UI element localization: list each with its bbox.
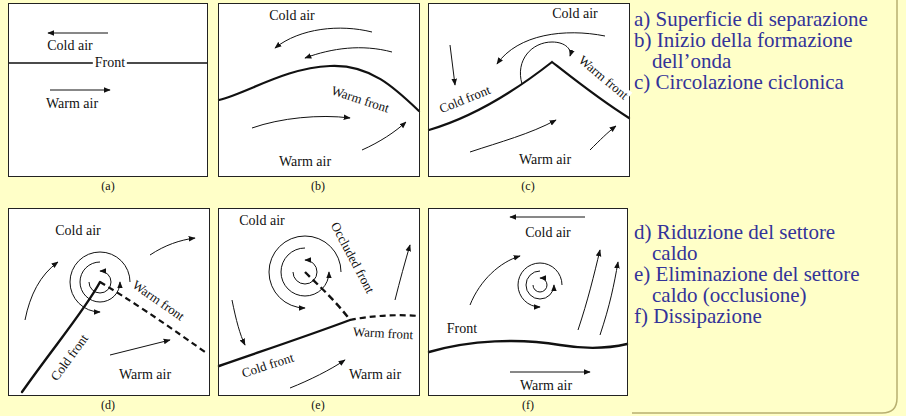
stage-panel: Cold airFrontWarm air(f) xyxy=(428,208,628,396)
air-mass-label: Front xyxy=(445,321,479,337)
stage-panel: Cold airWarm frontWarm air(b) xyxy=(218,3,420,177)
stage-caption: e) Eliminazione del settore caldo (occlu… xyxy=(634,264,877,306)
panel-letter: (b) xyxy=(309,180,327,194)
panel-ground xyxy=(218,208,420,396)
airflow-arrow xyxy=(470,120,556,152)
airflow-arrow xyxy=(450,45,455,85)
air-mass-label: Warm air xyxy=(518,378,574,394)
airflow-arrow xyxy=(25,262,58,320)
airflow-arrow xyxy=(470,256,520,305)
air-mass-label: Warm air xyxy=(277,154,333,170)
stage-caption: f) Dissipazione xyxy=(634,306,877,327)
stage-panel: Cold airCold frontWarm frontWarm air(d) xyxy=(8,208,210,396)
front-line xyxy=(350,315,419,320)
stage-caption: b) Inizio della formazione dell’onda xyxy=(634,30,877,72)
air-mass-label: Warm front xyxy=(574,52,633,105)
air-mass-label: Cold air xyxy=(53,223,103,239)
stage-panel: Cold air Occluded frontCold front Warm fro… xyxy=(218,208,420,396)
air-mass-label: Cold air xyxy=(237,213,287,229)
airflow-arrow xyxy=(290,360,345,388)
stage-caption: a) Superficie di separazione xyxy=(634,9,877,30)
air-mass-label: Warm air xyxy=(517,152,573,168)
air-mass-label: Cold front xyxy=(238,350,298,382)
airflow-arrow xyxy=(48,33,108,34)
airflow-arrow xyxy=(510,372,590,373)
panel-ground xyxy=(8,208,210,396)
air-mass-label: Warm air xyxy=(44,96,100,112)
airflow-arrow xyxy=(50,90,110,91)
panel-ground xyxy=(428,208,628,396)
air-mass-label: Front xyxy=(93,55,127,71)
front-line xyxy=(9,62,629,392)
airflow-arrow xyxy=(395,245,410,300)
air-mass-label: Cold air xyxy=(523,225,573,241)
air-mass-label: Cold front xyxy=(435,82,494,118)
front-line xyxy=(22,282,100,392)
airflow-arrow xyxy=(110,340,170,355)
slide-frame xyxy=(632,0,897,413)
air-mass-label: Cold air xyxy=(550,6,600,22)
stage-panel: Cold airCold frontWarm frontWarm air(c) xyxy=(428,3,630,177)
airflow-arrow xyxy=(232,300,245,345)
airflow-arrow xyxy=(600,262,618,335)
air-mass-label: Warm air xyxy=(347,367,403,383)
panel-ground xyxy=(8,3,630,396)
airflow-arrow xyxy=(526,271,554,299)
air-mass-label: Warm front xyxy=(327,83,392,117)
air-mass-label: Cold air xyxy=(267,8,317,24)
airflow-arrow xyxy=(533,278,547,292)
panel-letter: (a) xyxy=(99,180,116,194)
airflow-arrow xyxy=(520,42,570,84)
air-mass-label: Warm front xyxy=(128,277,189,326)
panel-letter: (c) xyxy=(519,180,536,194)
front-line xyxy=(305,272,350,320)
air-mass-label: Cold front xyxy=(47,330,93,386)
panel-ground xyxy=(8,3,208,177)
air-mass-label: Cold air xyxy=(45,38,95,54)
airflow-arrow xyxy=(362,122,406,150)
front-line xyxy=(429,341,627,352)
panel-ground xyxy=(218,3,420,177)
airflow-arrow xyxy=(590,126,616,150)
airflow-arrow xyxy=(518,263,562,307)
airflow-arrow xyxy=(578,250,600,330)
air-mass-label: Warm front xyxy=(351,325,416,343)
airflow-arrow xyxy=(252,116,350,128)
airflow-arrow xyxy=(275,28,372,48)
airflow-arrow xyxy=(150,238,195,255)
airflow-arrow xyxy=(305,48,392,58)
panel-letter: (e) xyxy=(309,399,326,413)
panel-letter: (f) xyxy=(520,399,536,413)
airflow-arrow xyxy=(510,217,585,218)
panel-ground xyxy=(428,3,630,177)
stage-caption: c) Circolazione ciclonica xyxy=(634,72,877,93)
stage-caption: d) Riduzione del settore caldo xyxy=(634,222,877,264)
air-mass-label: Occluded front xyxy=(326,218,378,298)
stage-panel: Cold airFrontWarm air(a) xyxy=(8,3,208,177)
panel-letter: (d) xyxy=(99,399,117,413)
air-mass-label: Warm air xyxy=(117,367,173,383)
